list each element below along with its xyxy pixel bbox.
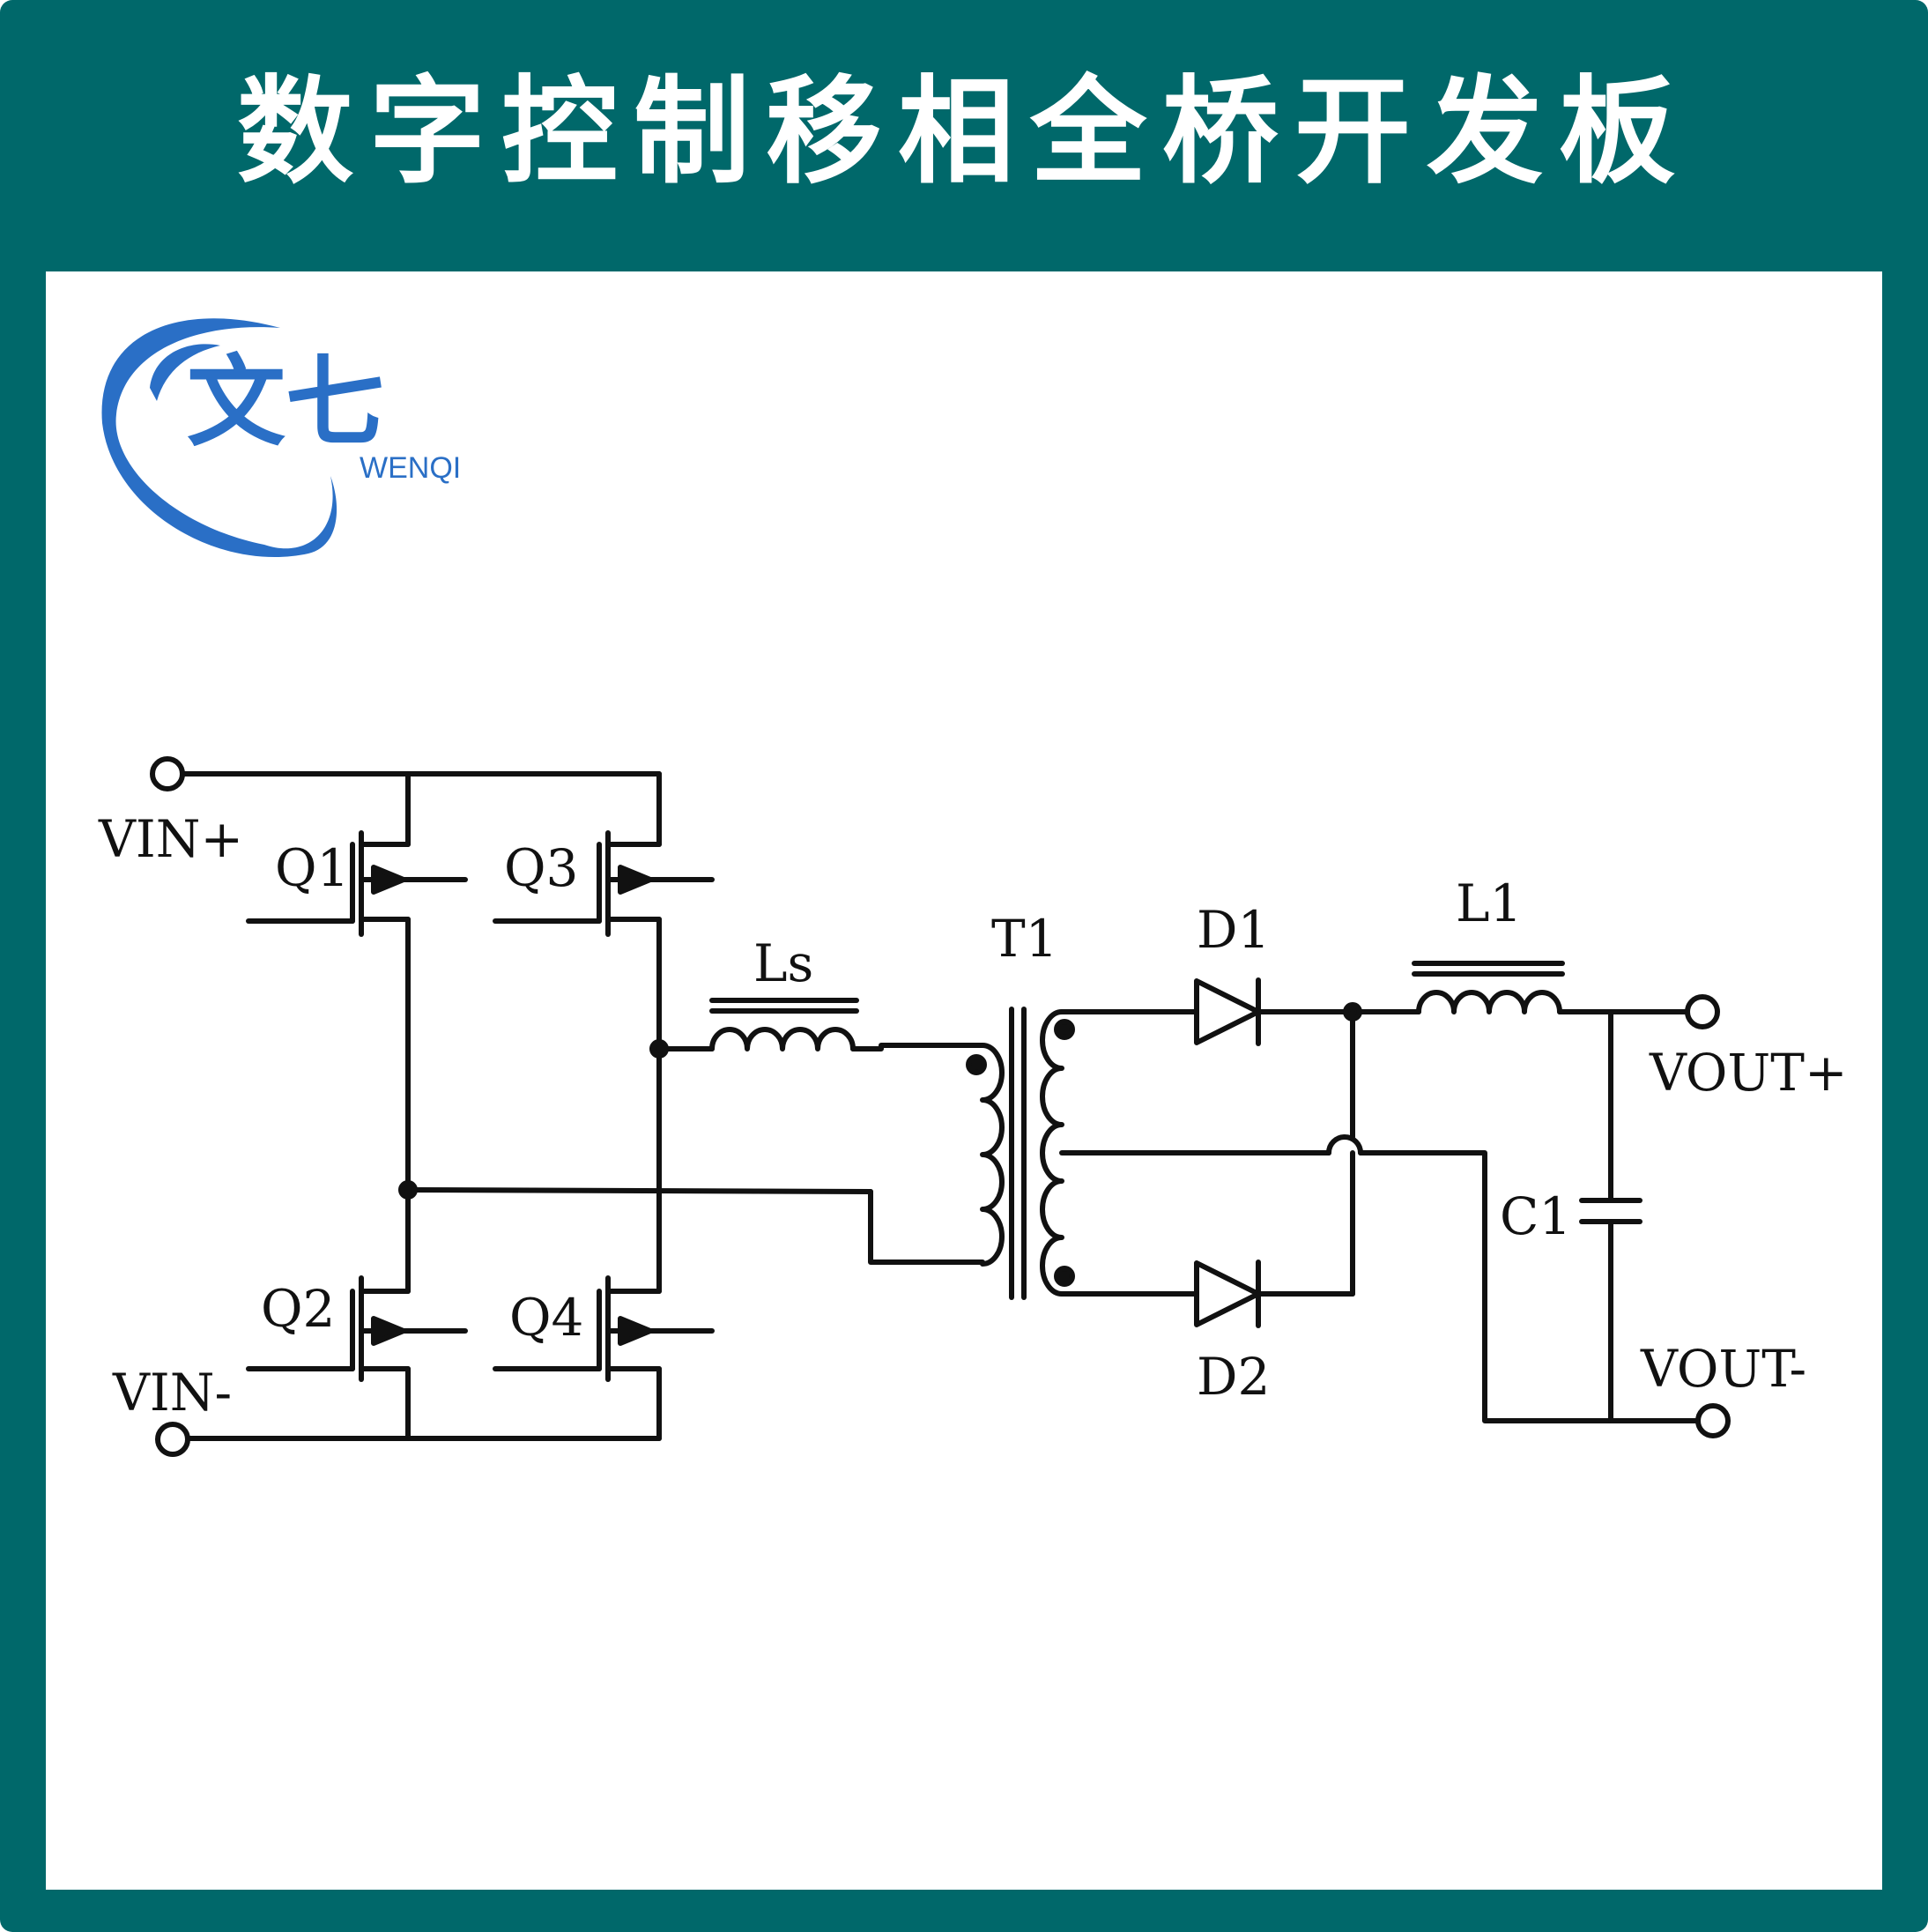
mosfet-q1 <box>246 771 468 1193</box>
label-q2: Q2 <box>261 1279 335 1339</box>
mosfet-q2 <box>246 1187 468 1441</box>
mosfet-q3 <box>493 771 715 937</box>
label-vout-minus: VOUT- <box>1640 1339 1806 1399</box>
label-vout-plus: VOUT+ <box>1649 1043 1848 1103</box>
capacitor-c1 <box>1579 1198 1643 1224</box>
logo-en-text: WENQI <box>360 451 461 485</box>
label-l1: L1 <box>1456 873 1522 933</box>
label-c1: C1 <box>1500 1186 1571 1246</box>
label-vin-plus: VIN+ <box>98 809 243 869</box>
junction-left-mid <box>398 1180 418 1200</box>
transformer-t1 <box>966 1007 1331 1300</box>
label-vin-minus: VIN- <box>112 1363 232 1423</box>
inductor-l1 <box>1412 961 1690 1014</box>
diode-d1 <box>1194 977 1421 1046</box>
logo-cn-text: 文七 <box>187 346 384 460</box>
logo-inner-arc <box>150 344 220 401</box>
center-tap-return <box>1358 1150 1613 1423</box>
diode-d2 <box>1194 1260 1355 1328</box>
vout-minus-terminal <box>1695 1403 1731 1438</box>
vin-plus-terminal <box>150 756 185 791</box>
vin-minus-terminal <box>155 1422 190 1457</box>
label-d1: D1 <box>1197 900 1270 960</box>
label-q3: Q3 <box>504 838 578 898</box>
mosfet-q4 <box>493 917 715 1441</box>
label-d2: D2 <box>1197 1347 1270 1407</box>
label-q4: Q4 <box>509 1288 583 1348</box>
wenqi-logo: 文七 WENQI <box>101 318 461 558</box>
label-t1: T1 <box>991 909 1058 969</box>
diagram-panel <box>46 271 1882 1890</box>
vout-plus-terminal <box>1685 994 1720 1029</box>
left-leg-mid-wire <box>405 1187 873 1194</box>
label-q1: Q1 <box>275 838 349 898</box>
label-ls: Ls <box>753 933 813 993</box>
to-t1-primary-bottom <box>868 1189 985 1265</box>
inductor-ls <box>709 998 985 1051</box>
crossover-hop <box>1326 1134 1363 1155</box>
page-title: 数字控制移相全桥开发板 <box>237 64 1691 200</box>
